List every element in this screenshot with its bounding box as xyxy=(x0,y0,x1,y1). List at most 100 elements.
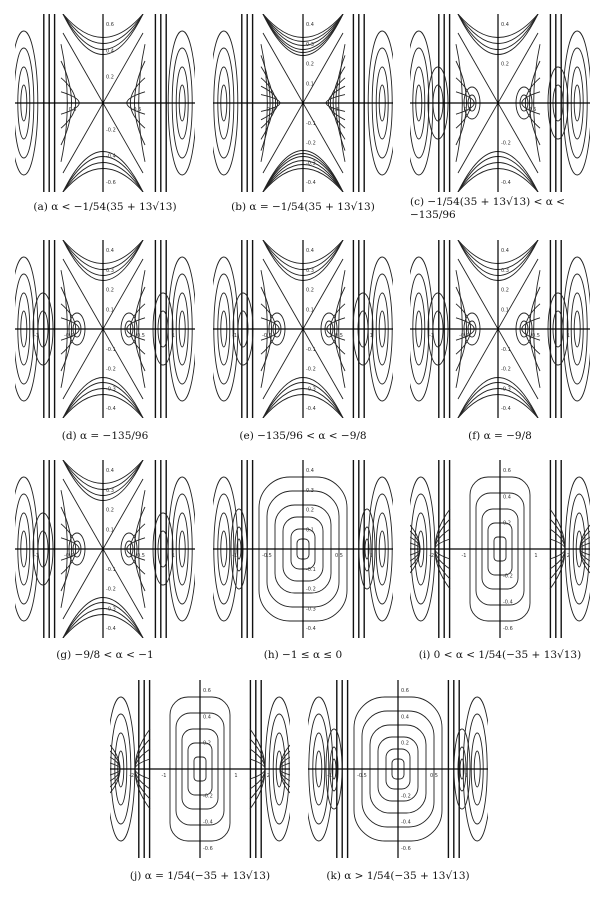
y-tick-label: 0.4 xyxy=(501,248,509,254)
caption-g: (g) −9/8 < α < −1 xyxy=(56,649,154,661)
x-tick-label: -1 xyxy=(232,333,237,339)
y-tick-label: 0.4 xyxy=(501,22,509,28)
y-tick-label: -0.1 xyxy=(106,567,116,573)
y-tick-label: -0.4 xyxy=(106,154,116,160)
y-tick-label: 0.2 xyxy=(306,62,314,68)
y-tick-label: 0.6 xyxy=(106,22,114,28)
x-tick-label: -2 xyxy=(429,553,434,559)
x-tick-label: -1 xyxy=(462,553,467,559)
x-tick-label: 0.5 xyxy=(464,107,472,113)
y-tick-label: -0.3 xyxy=(306,606,316,612)
y-tick-label: -0.6 xyxy=(203,846,213,852)
y-tick-label: -0.2 xyxy=(306,141,316,147)
y-tick-label: 0.4 xyxy=(106,248,114,254)
y-tick-label: 0.1 xyxy=(306,527,314,533)
y-tick-label: -0.2 xyxy=(503,573,513,579)
y-tick-label: -0.2 xyxy=(501,367,511,373)
caption-d: (d) α = −135/96 xyxy=(61,430,149,442)
x-tick-label: 0.5 xyxy=(335,333,343,339)
caption-j: (j) α = 1/54(−35 + 13√13) xyxy=(129,870,271,882)
x-tick-label: 1 xyxy=(567,333,570,339)
caption-k: (k) α > 1/54(−35 + 13√13) xyxy=(326,870,470,882)
x-tick-label: -0.5 xyxy=(459,333,469,339)
y-tick-label: 0.4 xyxy=(203,714,211,720)
y-tick-label: 0.2 xyxy=(106,288,114,294)
y-tick-label: -0.4 xyxy=(501,180,511,186)
y-tick-label: -0.4 xyxy=(106,406,116,412)
y-tick-label: 0.2 xyxy=(106,75,114,81)
x-tick-label: -1 xyxy=(232,553,237,559)
y-tick-label: -0.2 xyxy=(106,587,116,593)
y-tick-label: -0.4 xyxy=(106,626,116,632)
y-tick-label: -0.3 xyxy=(106,386,116,392)
y-tick-label: 0.2 xyxy=(501,288,509,294)
y-tick-label: 0.4 xyxy=(401,714,409,720)
x-tick-label: 0.5 xyxy=(267,107,275,113)
caption-a: (a) α < −1/54(35 + 13√13) xyxy=(33,201,177,213)
x-tick-label: 1 xyxy=(370,333,373,339)
x-tick-label: -0.5 xyxy=(64,553,74,559)
x-tick-label: 0.5 xyxy=(69,107,77,113)
y-tick-label: -0.2 xyxy=(306,587,316,593)
x-tick-label: -0.5 xyxy=(64,333,74,339)
y-tick-label: 0.6 xyxy=(203,688,211,694)
caption-e: (e) −135/96 < α < −9/8 xyxy=(239,430,367,442)
x-tick-label: 0.5 xyxy=(532,333,540,339)
y-tick-label: 0.3 xyxy=(106,268,114,274)
y-tick-label: -0.2 xyxy=(306,367,316,373)
y-tick-label: 0.2 xyxy=(203,741,211,747)
y-tick-label: -0.4 xyxy=(503,600,513,606)
y-tick-label: 0.3 xyxy=(306,268,314,274)
y-tick-label: -0.2 xyxy=(106,127,116,133)
y-tick-label: -0.1 xyxy=(306,567,316,573)
y-tick-label: -0.1 xyxy=(106,347,116,353)
y-tick-label: -0.4 xyxy=(306,406,316,412)
x-tick-label: -1 xyxy=(327,773,332,779)
y-tick-label: 0.1 xyxy=(106,307,114,313)
x-tick-label: -0.5 xyxy=(262,333,272,339)
y-tick-label: 0.3 xyxy=(106,488,114,494)
x-tick-label: 0.5 xyxy=(528,107,536,113)
y-tick-label: -0.2 xyxy=(401,793,411,799)
x-tick-label: -1 xyxy=(34,333,39,339)
y-tick-label: 0.1 xyxy=(501,307,509,313)
x-tick-label: 1 xyxy=(534,553,537,559)
y-tick-label: -0.6 xyxy=(106,180,116,186)
y-tick-label: 0.4 xyxy=(306,22,314,28)
y-tick-label: -0.4 xyxy=(306,626,316,632)
x-tick-label: -0.5 xyxy=(357,773,367,779)
y-tick-label: 0.4 xyxy=(503,494,511,500)
y-tick-label: 0.4 xyxy=(306,468,314,474)
x-tick-label: 0.5 xyxy=(430,773,438,779)
x-tick-label: -2 xyxy=(129,773,134,779)
x-tick-label: 1 xyxy=(172,333,175,339)
y-tick-label: 0.1 xyxy=(306,81,314,87)
y-tick-label: 0.3 xyxy=(306,488,314,494)
y-tick-label: 0.1 xyxy=(106,527,114,533)
caption-b: (b) α = −1/54(35 + 13√13) xyxy=(231,201,375,213)
y-tick-label: 0.6 xyxy=(503,468,511,474)
x-tick-label: 1 xyxy=(465,773,468,779)
caption-c: (c) −1/54(35 + 13√13) < α < −135/96 xyxy=(410,196,565,221)
caption-i: (i) 0 < α < 1/54(−35 + 13√13) xyxy=(418,649,582,661)
y-tick-label: -0.2 xyxy=(203,793,213,799)
